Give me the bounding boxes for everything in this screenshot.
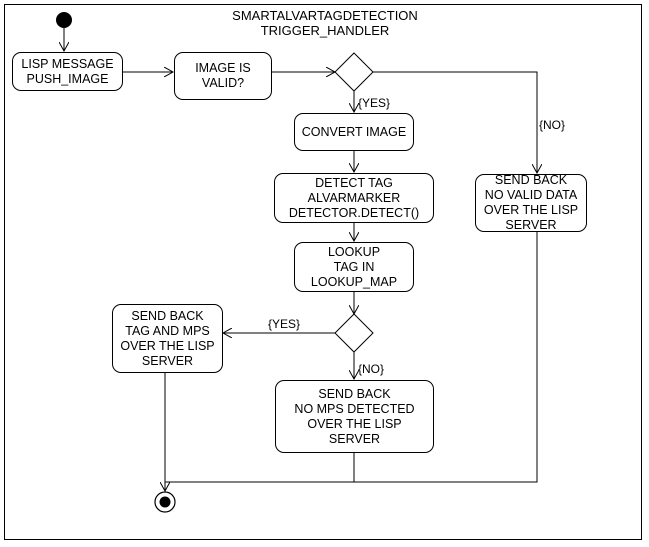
guard-no-image-valid: {NO} (539, 118, 566, 132)
guard-yes-mps-found: {YES} (268, 317, 301, 331)
activity-lisp-message-push-image: LISP MESSAGE PUSH_IMAGE (12, 52, 123, 91)
activity-detect-tag: DETECT TAG ALVARMARKER DETECTOR.DETECT() (274, 173, 434, 223)
activity-image-is-valid: IMAGE IS VALID? (174, 52, 272, 100)
diagram-title: SMARTALVARTAGDETECTION TRIGGER_HANDLER (232, 8, 418, 38)
activity-lookup-tag: LOOKUP TAG IN LOOKUP_MAP (294, 242, 414, 292)
activity-send-back-no-valid-data: SEND BACK NO VALID DATA OVER THE LISP SE… (475, 173, 587, 232)
decision-node-mps-found (334, 313, 374, 353)
decision-node-image-valid (334, 52, 374, 92)
guard-yes-image-valid: {YES} (358, 96, 391, 110)
initial-node (56, 12, 72, 28)
activity-convert-image: CONVERT IMAGE (294, 113, 414, 151)
activity-send-back-no-mps-detected: SEND BACK NO MPS DETECTED OVER THE LISP … (275, 380, 434, 453)
guard-no-mps-found: {NO} (358, 362, 385, 376)
activity-send-back-tag-and-mps: SEND BACK TAG AND MPS OVER THE LISP SERV… (112, 304, 223, 373)
